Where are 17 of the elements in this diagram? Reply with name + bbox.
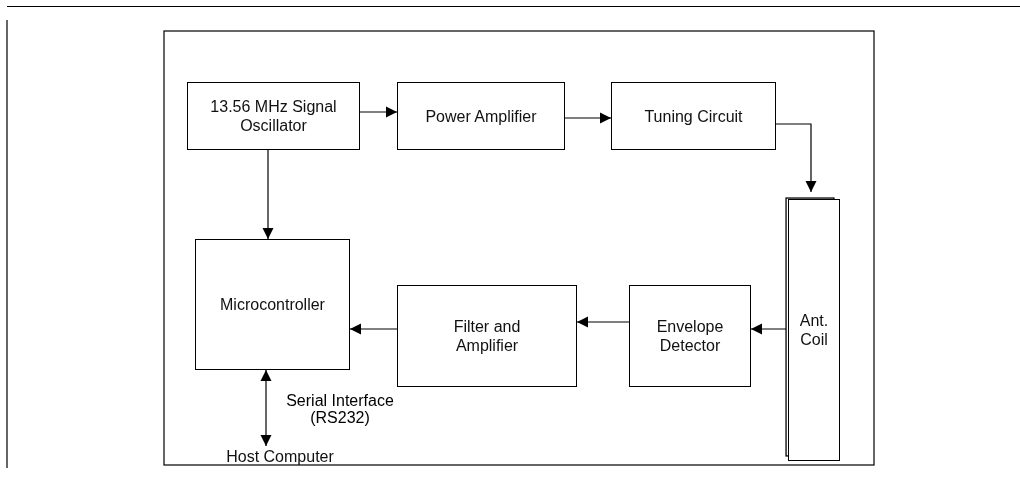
arrow <box>775 123 817 193</box>
arrow <box>262 149 274 240</box>
tuning-circuit-box: Tuning Circuit <box>611 82 776 150</box>
arrow <box>260 369 272 447</box>
arrow <box>576 316 630 328</box>
arrow <box>750 323 788 335</box>
oscillator-box: 13.56 MHz Signal Oscillator <box>187 82 360 150</box>
antenna-coil-box: Ant. Coil <box>788 199 840 461</box>
arrow <box>564 112 612 124</box>
amplifier-box: Power Amplifier <box>397 82 565 150</box>
arrow <box>349 323 398 335</box>
edge-label: Serial Interface (RS232) <box>285 392 395 426</box>
filter-amplifier-box: Filter and Amplifier <box>397 285 577 387</box>
detector-box: Envelope Detector <box>629 285 751 387</box>
arrow <box>359 106 398 118</box>
microcontroller-box: Microcontroller <box>195 239 350 370</box>
host-computer-label: Host Computer <box>200 446 360 466</box>
